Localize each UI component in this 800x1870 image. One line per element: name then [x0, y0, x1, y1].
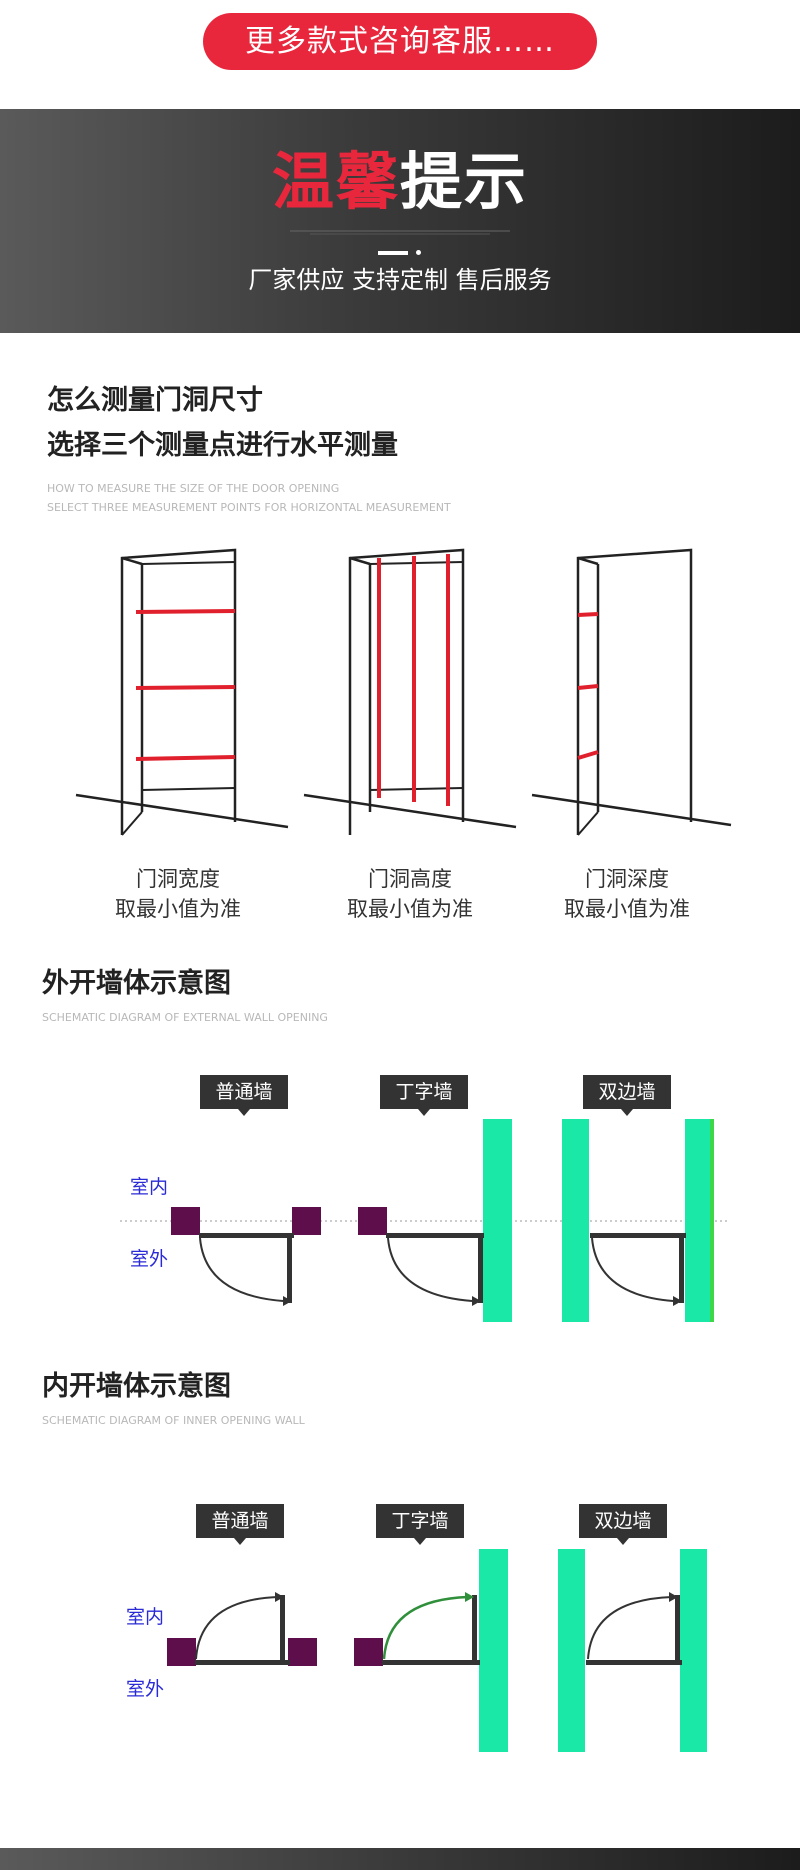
caption-door-width-line2: 取最小值为准: [115, 897, 241, 921]
external-opening-diagram: [120, 1119, 730, 1322]
int-outdoor-label: 室外: [126, 1678, 165, 1700]
more-styles-consult-button[interactable]: 更多款式咨询客服……: [203, 13, 597, 70]
measure-english-line1: HOW TO MEASURE THE SIZE OF THE DOOR OPEN…: [47, 482, 340, 495]
caption-door-depth-line2: 取最小值为准: [564, 897, 690, 921]
ext-tag-normal-wall: 普通墙: [200, 1075, 288, 1109]
internal-section-heading: 内开墙体示意图: [42, 1371, 231, 1402]
ext-tag-double-wall-pointer: [621, 1109, 633, 1116]
banner-title-red: 温馨: [271, 145, 400, 218]
int-indoor-label: 室内: [126, 1606, 165, 1628]
caption-door-depth: 门洞深度 取最小值为准: [527, 864, 727, 924]
ext-tag-normal-wall-pointer: [238, 1109, 250, 1116]
caption-door-height: 门洞高度 取最小值为准: [310, 864, 510, 924]
banner-title-white: 提示: [400, 145, 529, 218]
int-tag-normal-wall-pointer: [234, 1538, 246, 1545]
int-tag-normal-wall: 普通墙: [196, 1504, 284, 1538]
caption-door-height-line2: 取最小值为准: [347, 897, 473, 921]
tips-banner: [0, 109, 800, 333]
int-tag-double-wall-pointer: [617, 1538, 629, 1545]
banner-dash-divider: [378, 251, 408, 255]
banner-dot-divider: [416, 250, 421, 255]
caption-door-width-line1: 门洞宽度: [136, 867, 220, 891]
internal-opening-diagram: [167, 1549, 707, 1752]
door-depth-diagram: [531, 548, 732, 836]
external-section-english: SCHEMATIC DIAGRAM OF EXTERNAL WALL OPENI…: [42, 1011, 328, 1024]
bottom-banner-edge: [0, 1848, 800, 1870]
internal-section-english: SCHEMATIC DIAGRAM OF INNER OPENING WALL: [42, 1414, 305, 1427]
caption-door-height-line1: 门洞高度: [368, 867, 452, 891]
ext-outdoor-label: 室外: [130, 1248, 169, 1270]
ext-tag-t-wall-pointer: [418, 1109, 430, 1116]
caption-door-depth-line1: 门洞深度: [585, 867, 669, 891]
ext-tag-double-wall: 双边墙: [583, 1075, 671, 1109]
caption-door-width: 门洞宽度 取最小值为准: [78, 864, 278, 924]
int-tag-double-wall: 双边墙: [579, 1504, 667, 1538]
door-width-diagram: [75, 548, 289, 836]
int-tag-t-wall-pointer: [414, 1538, 426, 1545]
int-tag-t-wall: 丁字墙: [376, 1504, 464, 1538]
ext-tag-t-wall: 丁字墙: [380, 1075, 468, 1109]
door-height-diagram: [303, 548, 517, 835]
banner-title: 温馨提示: [0, 142, 800, 222]
external-section-heading: 外开墙体示意图: [42, 968, 231, 999]
banner-subtitle: 厂家供应 支持定制 售后服务: [248, 266, 552, 294]
measure-english-line2: SELECT THREE MEASUREMENT POINTS FOR HORI…: [47, 501, 451, 514]
banner-decoration-line: [290, 230, 510, 235]
ext-indoor-label: 室内: [130, 1176, 169, 1198]
measure-heading-line2: 选择三个测量点进行水平测量: [47, 430, 398, 461]
measure-heading-line1: 怎么测量门洞尺寸: [47, 385, 263, 416]
